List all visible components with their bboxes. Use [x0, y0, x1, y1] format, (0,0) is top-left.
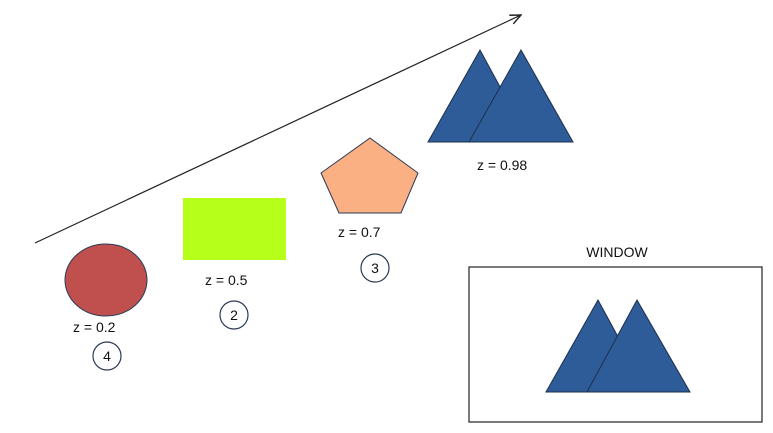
- circle-order-number: 4: [103, 348, 111, 364]
- circle-z-label: z = 0.2: [73, 319, 116, 335]
- window-triangles: [545, 298, 691, 393]
- rectangle-shape: [183, 198, 286, 260]
- triangles-z-label: z = 0.98: [477, 157, 527, 173]
- triangles-shape: [427, 48, 574, 143]
- depth-arrow: [34, 15, 521, 244]
- pentagon-order-number: 3: [371, 260, 379, 276]
- circle-order-badge: [92, 341, 122, 371]
- rectangle-z-label: z = 0.5: [205, 272, 248, 288]
- rectangle-order-number: 2: [230, 307, 238, 323]
- pentagon-z-label: z = 0.7: [338, 224, 381, 240]
- window-title: WINDOW: [586, 244, 648, 260]
- rectangle-order-badge: [219, 300, 249, 330]
- pentagon-shape: [320, 137, 419, 214]
- pentagon-order-badge: [360, 253, 390, 283]
- circle-shape: [64, 243, 148, 317]
